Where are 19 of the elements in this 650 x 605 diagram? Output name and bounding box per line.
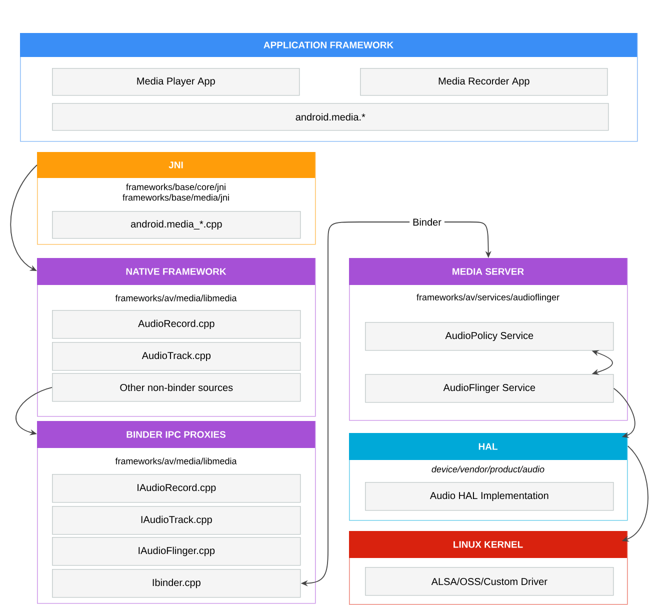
arrow [16, 386, 52, 436]
component-box: ALSA/OSS/Custom Driver [365, 567, 614, 596]
edge-label: Binder [410, 215, 444, 229]
component-box: AudioTrack.cpp [52, 342, 301, 371]
component-box: IAudioRecord.cpp [52, 474, 301, 503]
component-box: AudioRecord.cpp [52, 310, 301, 339]
arrow [10, 164, 38, 271]
arrow [613, 388, 636, 438]
component-box: AudioPolicy Service [365, 322, 614, 351]
component-box: Media Player App [52, 68, 300, 96]
component-box: IAudioFlinger.cpp [52, 537, 301, 566]
component-box: AudioFlinger Service [365, 374, 614, 403]
component-box: Media Recorder App [360, 68, 608, 96]
component-box: Other non-binder sources [52, 373, 301, 402]
component-box: Audio HAL Implementation [365, 482, 614, 511]
component-box: android.media.* [52, 103, 609, 131]
component-box: android.media_*.cpp [52, 211, 301, 239]
component-box: IAudioTrack.cpp [52, 506, 301, 535]
component-box: Ibinder.cpp [52, 569, 301, 598]
